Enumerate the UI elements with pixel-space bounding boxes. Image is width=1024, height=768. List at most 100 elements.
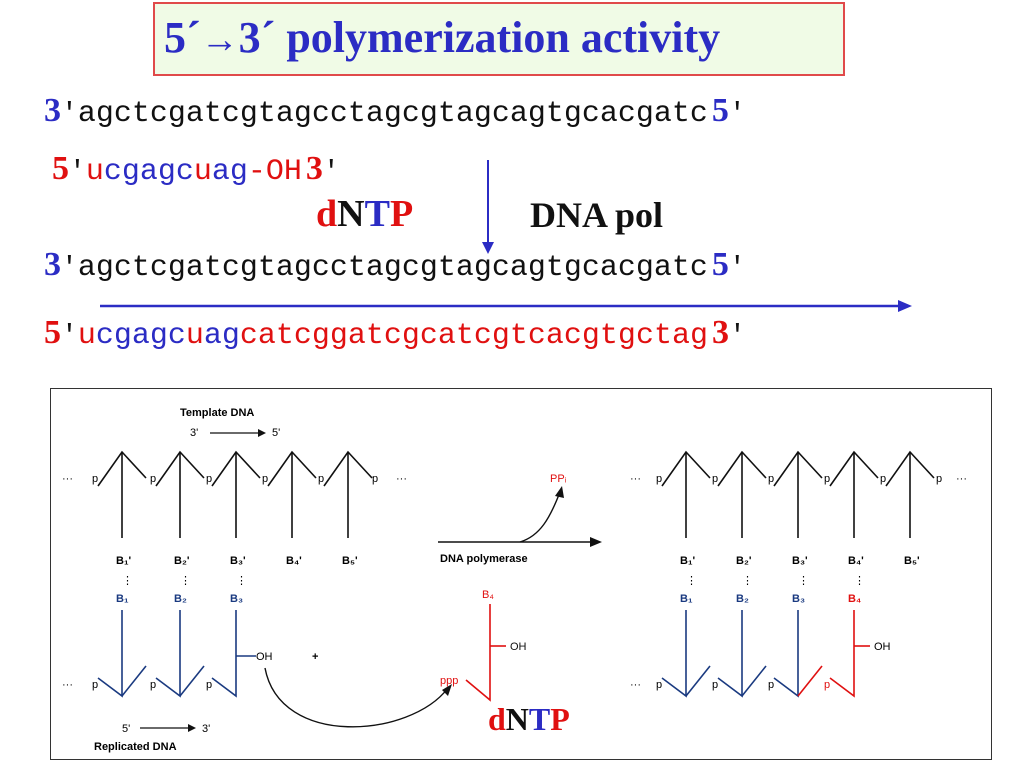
base-label: B₁' bbox=[116, 555, 131, 567]
product-strand: 5'ucgagcuagcatcggatcgcatcgtcacgtgctag 3' bbox=[44, 314, 746, 353]
extension-arrow-icon bbox=[100, 300, 912, 312]
dntp-p: P bbox=[389, 193, 414, 235]
strand-end-label: 5 bbox=[44, 314, 61, 351]
primer-seg: u bbox=[193, 155, 212, 189]
base-label: B₄' bbox=[286, 555, 302, 567]
phosphate: p bbox=[768, 679, 774, 691]
hbond: ⋮ bbox=[854, 575, 865, 587]
strand-end-label: 3 bbox=[44, 246, 61, 283]
dna-pol-label: DNA pol bbox=[530, 195, 664, 235]
pyrophosphate-label: PPᵢ bbox=[550, 473, 567, 485]
base-label: B₅' bbox=[342, 555, 358, 567]
right-template-backbone bbox=[661, 450, 935, 538]
title-arrow: → bbox=[200, 19, 239, 61]
phosphate: p bbox=[372, 473, 378, 485]
incoming-nucleotide bbox=[465, 604, 506, 702]
hydroxyl-label: OH bbox=[256, 651, 273, 663]
product-extension: catcggatcgcatcgtcacgtgctag bbox=[239, 319, 708, 353]
template-dna-label: Template DNA bbox=[180, 407, 254, 419]
ellipsis: ··· bbox=[62, 473, 73, 485]
base-label: B₁' bbox=[680, 555, 695, 567]
base-label: B₁ bbox=[680, 593, 693, 605]
ppi-arrow-icon bbox=[519, 491, 561, 543]
right-new-nucleotide bbox=[797, 610, 870, 698]
primer-seg: cgagc bbox=[103, 155, 194, 189]
strand-end-label: 5 bbox=[711, 92, 729, 129]
template-strand-1: 3'agctcgatcgtagcctagcgtagcagtgcacgatc 5' bbox=[44, 92, 746, 131]
phosphate: p bbox=[150, 679, 156, 691]
product-seg: cgagc bbox=[95, 319, 186, 353]
title-rest: polymerization activity bbox=[286, 13, 721, 62]
hydroxyl-label: OH bbox=[510, 641, 527, 653]
primer-strand: 5'ucgagcuag-OH 3' bbox=[52, 150, 340, 189]
phosphate: p bbox=[656, 473, 662, 485]
ellipsis: ··· bbox=[630, 679, 641, 691]
phosphate: p bbox=[656, 679, 662, 691]
phosphate: p bbox=[824, 679, 830, 691]
dntp-t: T bbox=[529, 701, 550, 737]
hydroxyl-label: OH bbox=[874, 641, 891, 653]
triphosphate-label: ppp bbox=[440, 675, 458, 687]
prime-mark: ' bbox=[728, 99, 746, 130]
right-replicated-backbone bbox=[661, 610, 799, 698]
base-label: B₅' bbox=[904, 555, 920, 567]
diagram-frame bbox=[50, 388, 992, 760]
strand-end-label: 5 bbox=[711, 246, 729, 283]
plus-sign: + bbox=[312, 651, 318, 663]
prime-mark: ' bbox=[728, 253, 746, 284]
phosphate: p bbox=[262, 473, 268, 485]
base-label: B₃ bbox=[792, 593, 805, 605]
template-sequence: agctcgatcgtagcctagcgtagcagtgcacgatc bbox=[77, 97, 708, 131]
hbond: ⋮ bbox=[180, 575, 191, 587]
phosphate: p bbox=[880, 473, 886, 485]
template-dir-start: 3' bbox=[190, 427, 198, 439]
base-label: B₁ bbox=[116, 593, 129, 605]
ellipsis: ··· bbox=[62, 679, 73, 691]
title-box bbox=[153, 2, 845, 76]
template-dir-end: 5' bbox=[272, 427, 280, 439]
hbond: ⋮ bbox=[742, 575, 753, 587]
hbond: ⋮ bbox=[798, 575, 809, 587]
polymerization-diagram: Template DNA 3' 5' ··· p p p p p p ··· B… bbox=[62, 407, 967, 753]
base-label: B₂ bbox=[736, 593, 749, 605]
phosphate: p bbox=[318, 473, 324, 485]
base-label: B₃' bbox=[792, 555, 808, 567]
down-arrow-icon bbox=[482, 160, 494, 254]
prime-mark: ' bbox=[322, 157, 340, 188]
base-label: B₂' bbox=[736, 555, 752, 567]
left-replicated-backbone bbox=[97, 610, 256, 698]
dntp-diagram-label: dNTP bbox=[488, 701, 570, 737]
replicated-dir-end: 3' bbox=[202, 723, 210, 735]
product-seg: u bbox=[185, 319, 204, 353]
strand-end-label: 5 bbox=[52, 150, 69, 187]
title-middle: 3´ bbox=[238, 13, 276, 62]
base-label: B₂' bbox=[174, 555, 190, 567]
hbond: ⋮ bbox=[686, 575, 697, 587]
strand-end-label: 3 bbox=[711, 314, 729, 351]
product-seg: ag bbox=[203, 319, 240, 353]
incoming-base-label: B₄ bbox=[482, 589, 494, 601]
prime-mark: ' bbox=[69, 157, 86, 188]
primer-seg: ag bbox=[211, 155, 248, 189]
replicated-dir-start: 5' bbox=[122, 723, 130, 735]
dntp-n: N bbox=[337, 193, 365, 235]
ellipsis: ··· bbox=[630, 473, 641, 485]
dntp-d: d bbox=[488, 701, 506, 737]
prime-mark: ' bbox=[728, 321, 746, 352]
phosphate: p bbox=[206, 473, 212, 485]
template-strand-2: 3'agctcgatcgtagcctagcgtagcagtgcacgatc 5' bbox=[44, 246, 746, 285]
prime-mark: ' bbox=[61, 99, 78, 130]
template-sequence: agctcgatcgtagcctagcgtagcagtgcacgatc bbox=[77, 251, 708, 285]
dntp-n: N bbox=[506, 701, 529, 737]
ellipsis: ··· bbox=[396, 473, 407, 485]
strand-end-label: 3 bbox=[305, 150, 323, 187]
curved-arrow-icon bbox=[264, 667, 449, 728]
phosphate: p bbox=[936, 473, 942, 485]
dntp-label: dNTP bbox=[316, 192, 413, 236]
hbond: ⋮ bbox=[122, 575, 133, 587]
dntp-p: P bbox=[550, 701, 570, 737]
phosphate: p bbox=[92, 679, 98, 691]
phosphate: p bbox=[712, 473, 718, 485]
prime-mark: ' bbox=[61, 321, 78, 352]
base-label: B₄ bbox=[848, 593, 861, 605]
